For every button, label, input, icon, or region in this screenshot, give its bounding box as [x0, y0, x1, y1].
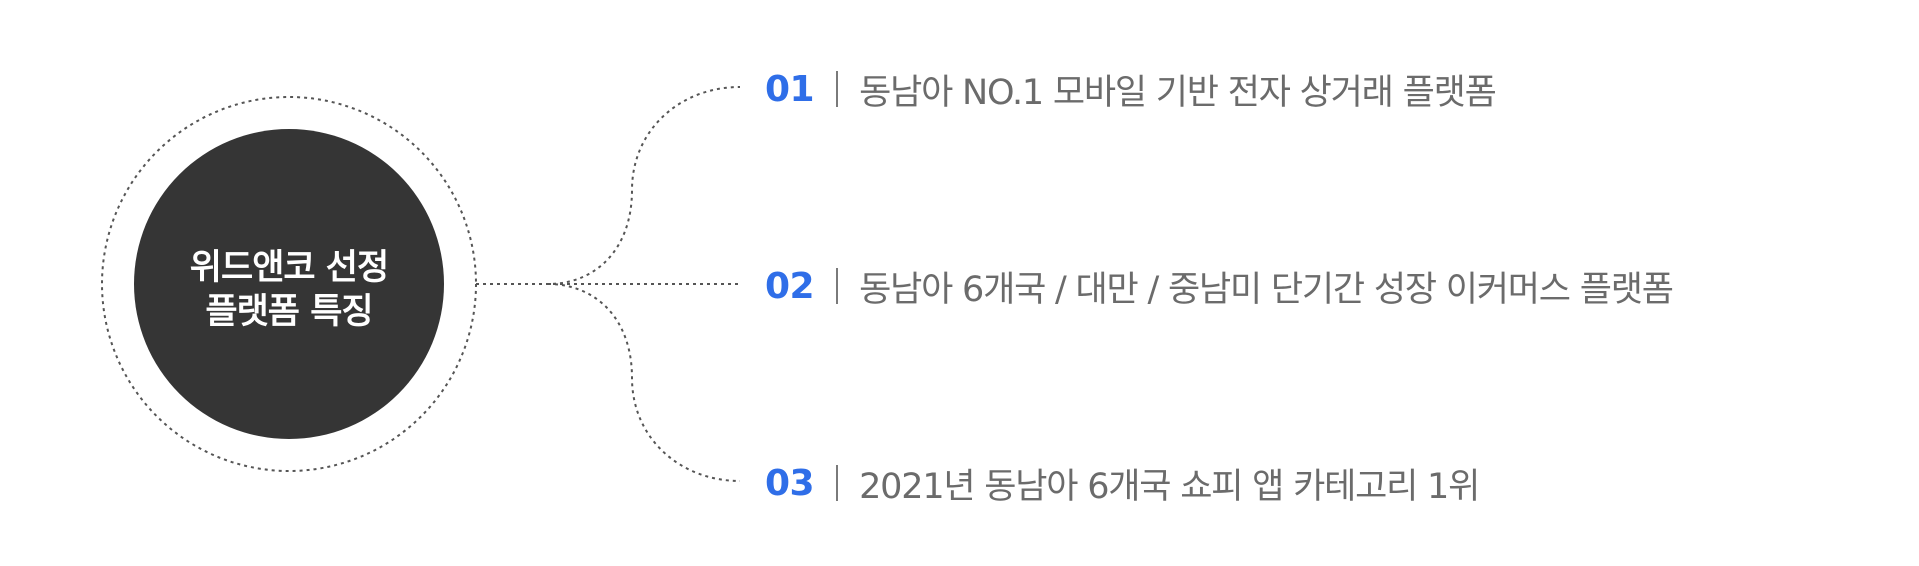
connector-line-01 — [476, 86, 741, 285]
feature-text: 동남아 6개국 / 대만 / 중남미 단기간 성장 이커머스 플랫폼 — [859, 269, 1674, 310]
center-title: 위드앤코 선정 플랫폼 특징 — [133, 246, 445, 334]
center-circle — [134, 129, 444, 439]
feature-divider — [836, 268, 839, 304]
feature-divider — [836, 465, 839, 501]
feature-item-03: 03 2021년 동남아 6개국 쇼피 앱 카테고리 1위 — [765, 458, 1480, 508]
feature-text: 동남아 NO.1 모바일 기반 전자 상거래 플랫폼 — [859, 72, 1497, 113]
feature-number: 02 — [765, 265, 815, 307]
feature-text: 2021년 동남아 6개국 쇼피 앱 카테고리 1위 — [859, 466, 1480, 507]
connector-line-03 — [547, 283, 741, 482]
feature-number: 03 — [765, 462, 815, 504]
feature-item-01: 01 동남아 NO.1 모바일 기반 전자 상거래 플랫폼 — [765, 64, 1497, 114]
center-title-line-2: 플랫폼 특징 — [205, 292, 373, 332]
feature-item-02: 02 동남아 6개국 / 대만 / 중남미 단기간 성장 이커머스 플랫폼 — [765, 261, 1674, 311]
center-title-line-1: 위드앤코 선정 — [189, 248, 389, 288]
feature-divider — [836, 71, 839, 107]
feature-number: 01 — [765, 68, 815, 110]
